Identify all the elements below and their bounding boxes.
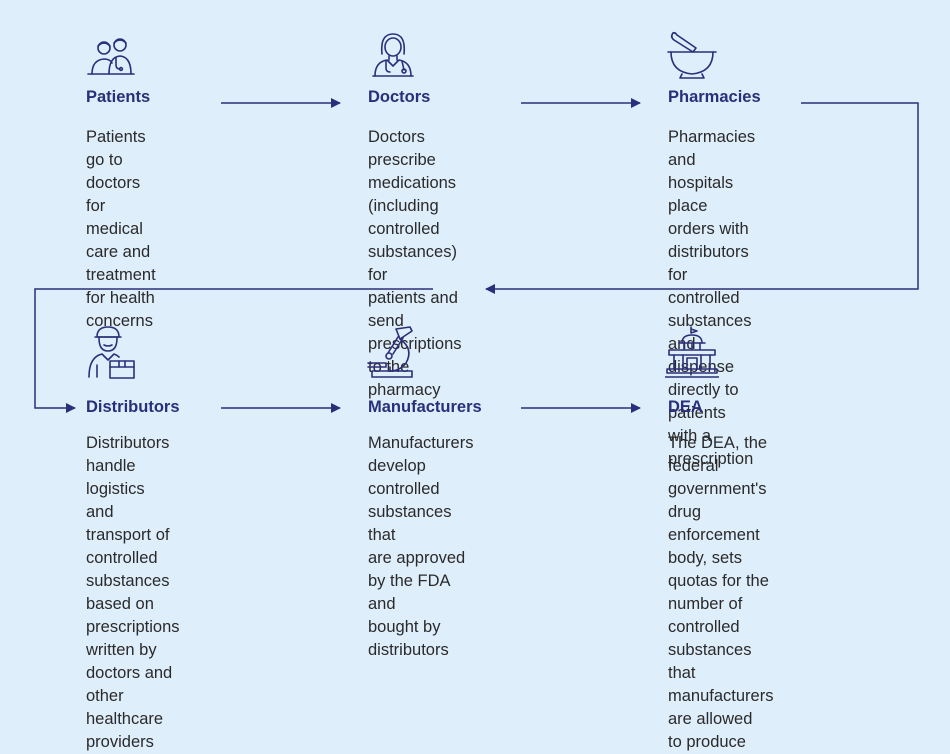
- microscope-icon: [366, 325, 420, 379]
- patients-icon: [84, 32, 138, 86]
- flow-arrows: [34, 98, 919, 413]
- delivery-worker-icon: [84, 325, 138, 379]
- node-description: Distributors handle logistics and transp…: [86, 434, 180, 751]
- node-title: DEA: [668, 398, 703, 416]
- node-title: Doctors: [368, 88, 431, 106]
- node-title: Pharmacies: [668, 88, 761, 106]
- node-description: Manufacturers develop controlled substan…: [368, 434, 474, 659]
- node-title: Manufacturers: [368, 398, 482, 416]
- node-title: Distributors: [86, 398, 180, 416]
- mortar-pestle-icon: [665, 28, 719, 82]
- node-description: Patients go to doctors for medical care …: [86, 128, 156, 330]
- node-title: Patients: [86, 88, 151, 106]
- supply-chain-diagram: Patients Patients go to doctors for medi…: [34, 28, 919, 751]
- government-building-icon: [665, 325, 719, 379]
- doctor-icon: [366, 28, 420, 82]
- node-description: The DEA, the federal government's drug e…: [668, 434, 774, 751]
- arrow-left-edge-to-distributors: [34, 288, 433, 413]
- arrow-pharmacies-to-right-edge: [485, 102, 919, 294]
- node-description: Pharmacies and hospitals place orders wi…: [668, 128, 756, 468]
